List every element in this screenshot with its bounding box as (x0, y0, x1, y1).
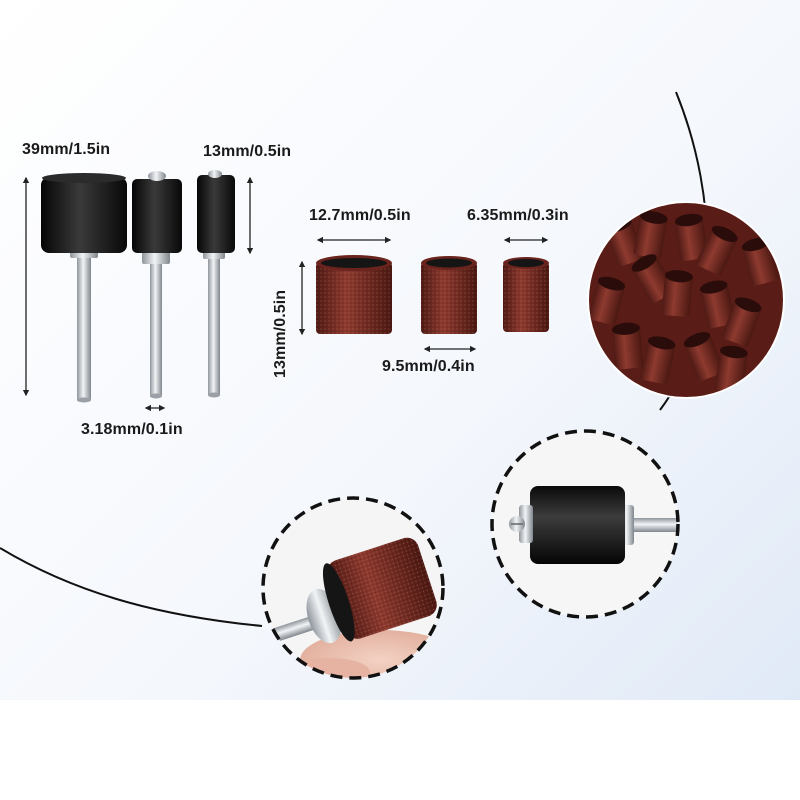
dimension-label-shank: 3.18mm/0.1in (81, 421, 183, 438)
drum-small (197, 170, 235, 398)
dimension-label-6-35mm: 6.35mm/0.3in (467, 207, 569, 224)
dimension-label-band-height: 13mm/0.5in (272, 289, 289, 378)
sanding-band-large (316, 255, 392, 334)
drum-large (41, 173, 127, 403)
dimension-label-9-5mm: 9.5mm/0.4in (382, 358, 475, 375)
sanding-band-pile-circle (587, 201, 785, 399)
sanding-band-small (503, 257, 549, 332)
drum-medium (132, 171, 182, 399)
dimension-label-39mm: 39mm/1.5in (22, 141, 111, 158)
dimension-label-12-7mm: 12.7mm/0.5in (309, 207, 411, 224)
dimension-label-13mm: 13mm/0.5in (203, 143, 292, 160)
rubber-drum-closeup-circle (490, 429, 680, 619)
sanding-band-medium (421, 256, 477, 334)
